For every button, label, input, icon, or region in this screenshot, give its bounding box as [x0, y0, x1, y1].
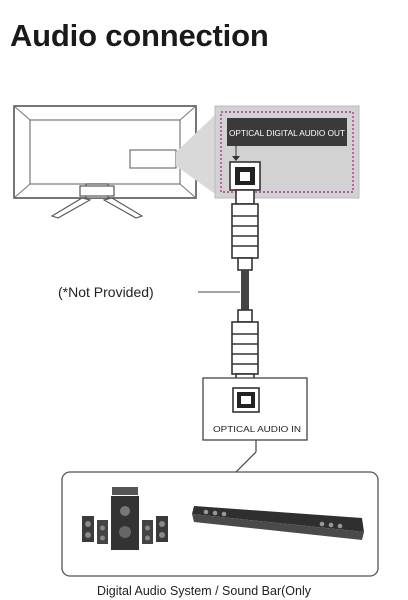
- optical-cable: [241, 270, 249, 310]
- optical-out-panel: OPTICAL DIGITAL AUDIO OUT: [214, 105, 360, 199]
- optical-plug-upper: [231, 189, 259, 271]
- speaker-system-icon: [82, 487, 168, 550]
- optical-in-label: OPTICAL AUDIO IN: [213, 424, 301, 434]
- page-title: Audio connection: [10, 18, 269, 53]
- optical-plug-lower: [231, 309, 259, 389]
- tv-icon: [13, 105, 197, 219]
- device-caption: Digital Audio System / Sound Bar(Only: [97, 584, 311, 598]
- not-provided-label: (*Not Provided): [58, 284, 154, 300]
- zoom-wedge: [176, 112, 218, 196]
- sound-bar-icon: [192, 506, 364, 540]
- optical-out-label: OPTICAL DIGITAL AUDIO OUT: [229, 128, 346, 138]
- optical-in-panel: OPTICAL AUDIO IN: [202, 377, 308, 441]
